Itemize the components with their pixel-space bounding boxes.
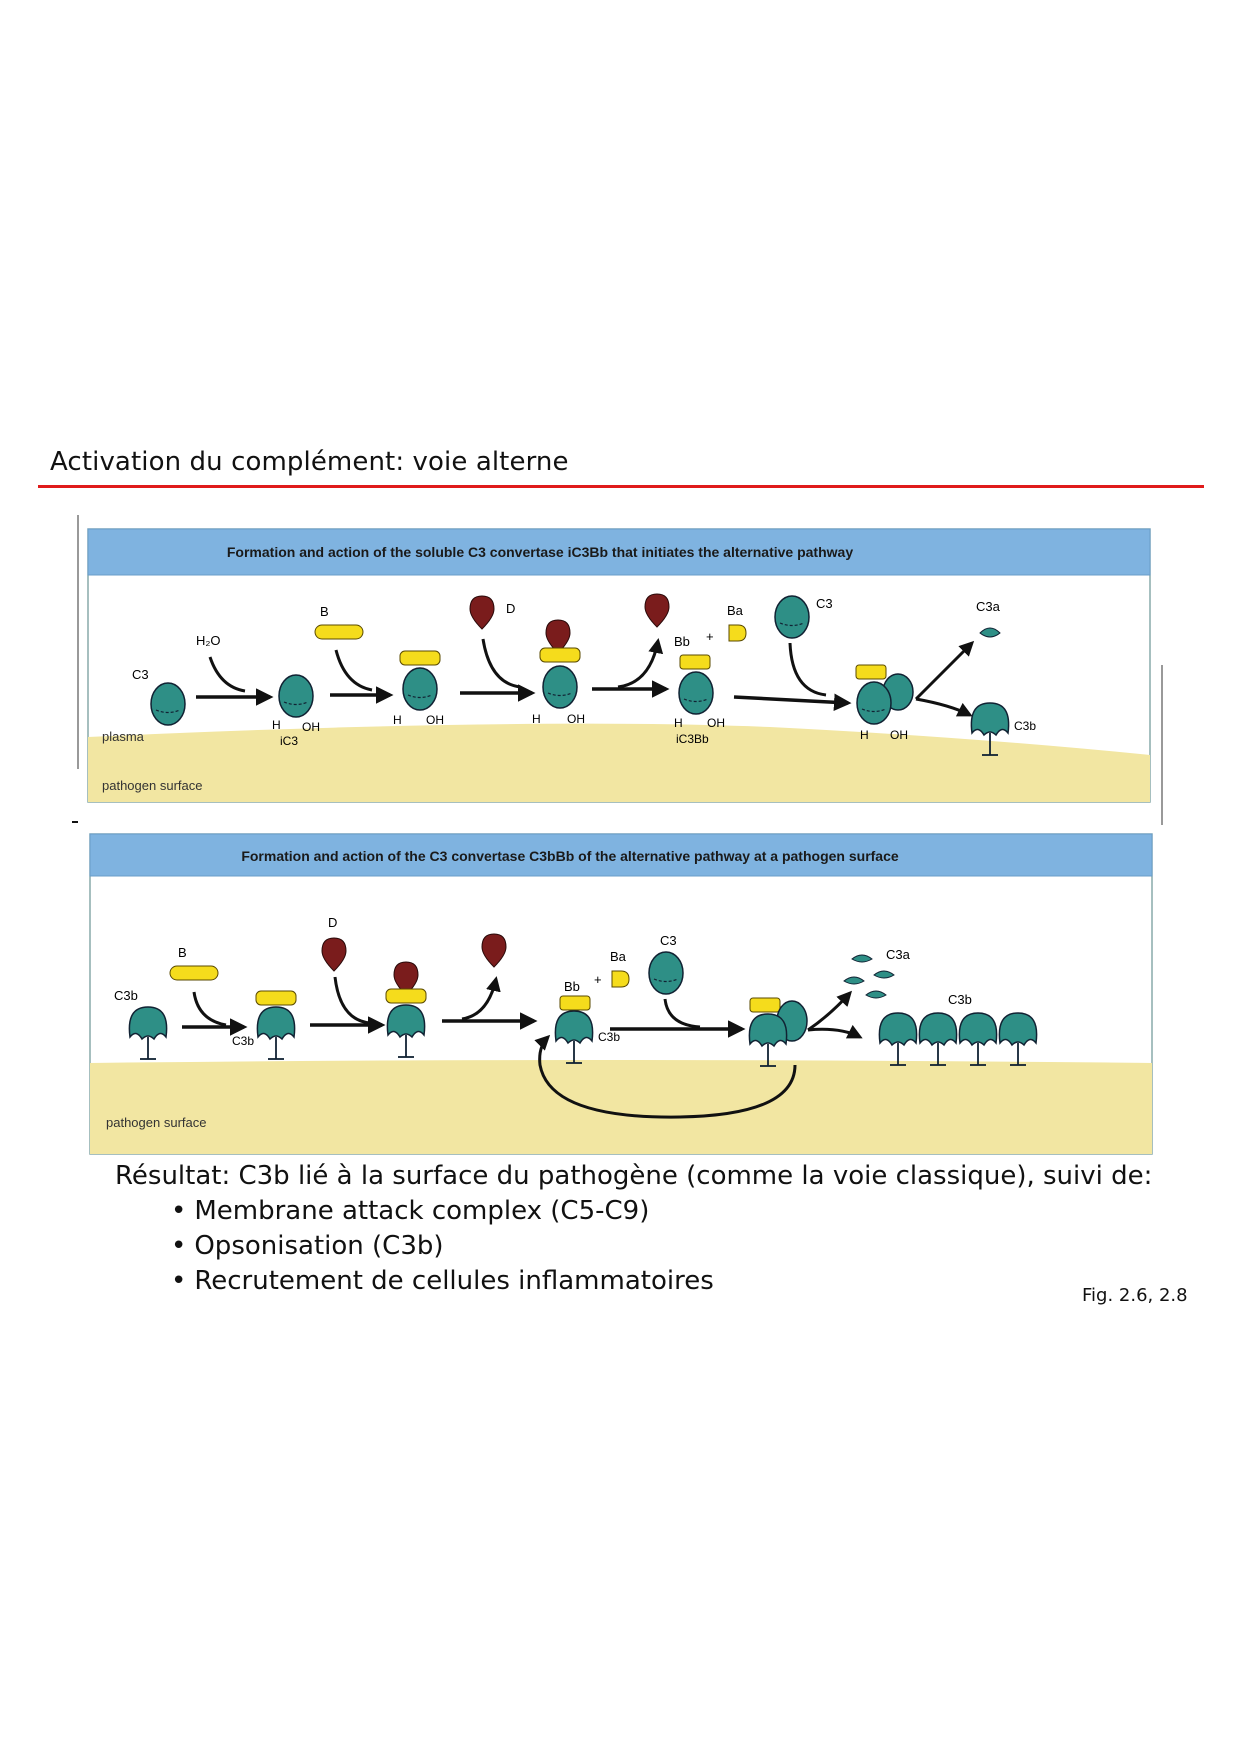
factor-bb-icon (559, 995, 591, 1011)
bullet-item: Opsonisation (C3b) (171, 1232, 1152, 1260)
bullet-item: Membrane attack complex (C5-C9) (171, 1197, 1152, 1225)
factor-bb-icon (855, 664, 887, 680)
label-h: H (860, 728, 869, 742)
label-oh: OH (890, 728, 908, 742)
result-intro: Résultat: C3b lié à la surface du pathog… (115, 1161, 1153, 1191)
label-c3b-left: C3b (114, 988, 138, 1003)
label-ba: Ba (610, 949, 627, 964)
c3a-fragment-icon (979, 627, 1001, 638)
arrow-icon (914, 640, 975, 701)
label-h: H (674, 716, 683, 730)
label-b: B (178, 945, 187, 960)
label-c3b: C3b (1014, 719, 1036, 733)
label-plus: + (594, 972, 602, 987)
label-ic3bb: iC3Bb (676, 732, 709, 746)
label-oh: OH (567, 712, 585, 726)
fragment-ba-icon (611, 970, 630, 988)
label-oh: OH (302, 720, 320, 734)
pathogen-surface-top (88, 723, 1150, 802)
c3-incoming-icon (648, 951, 684, 995)
label-ic3: iC3 (280, 734, 298, 748)
label-oh: OH (707, 716, 725, 730)
factor-b-bound-icon (399, 650, 441, 666)
amplification-loop-arrow-icon (534, 1034, 797, 1119)
label-c3a: C3a (886, 947, 911, 962)
label-bb: Bb (674, 634, 690, 649)
label-h: H (272, 718, 281, 732)
ic3bb-molecule-icon (678, 671, 714, 715)
ic3-molecule-icon (278, 674, 314, 718)
result-bullets: Membrane attack complex (C5-C9) Opsonisa… (115, 1197, 1152, 1295)
label-ba: Ba (727, 603, 744, 618)
label-c3a: C3a (976, 599, 1001, 614)
plasma-label: plasma (102, 729, 145, 744)
panel-top-header: Formation and action of the soluble C3 c… (227, 544, 853, 560)
label-c3-right: C3 (816, 596, 833, 611)
figure-alternative-pathway: Formation and action of the soluble C3 c… (70, 515, 1170, 1160)
surface-label-bottom: pathogen surface (106, 1115, 206, 1130)
label-d: D (506, 601, 515, 616)
ic3b-molecule-icon (402, 667, 438, 711)
c3-incoming-icon (774, 595, 810, 639)
label-c3b-mid: C3b (598, 1030, 620, 1044)
bullet-item: Recrutement de cellules inflammatoires (171, 1267, 1152, 1295)
label-c3: C3 (132, 667, 149, 682)
factor-b-icon (169, 965, 219, 981)
figure-reference: Fig. 2.6, 2.8 (1082, 1285, 1188, 1306)
label-plus: + (706, 629, 714, 644)
result-block: Résultat: C3b lié à la surface du pathog… (115, 1162, 1152, 1302)
panel-bottom-header: Formation and action of the C3 convertas… (241, 848, 899, 864)
surface-label-top: pathogen surface (102, 778, 202, 793)
factor-b-icon (314, 624, 364, 640)
label-oh: OH (426, 713, 444, 727)
factor-b-bound-icon (539, 647, 581, 663)
label-h: H (532, 712, 541, 726)
panel-top: Formation and action of the soluble C3 c… (87, 528, 1151, 803)
c3a-fragments-icon (843, 954, 895, 999)
arrow-icon (807, 990, 853, 1032)
label-d: D (328, 915, 337, 930)
panel-bottom: Formation and action of the C3 convertas… (89, 833, 1153, 1155)
factor-bb-icon (749, 997, 781, 1013)
arrow-icon (915, 697, 973, 717)
factor-b-bound-icon (255, 990, 297, 1006)
ic3bb-convertase-icon (856, 681, 892, 725)
fragment-ba-icon (728, 624, 747, 642)
factor-b-bound-icon (385, 988, 427, 1004)
label-c3b-small: C3b (232, 1034, 254, 1048)
pathogen-surface-bottom (90, 1060, 1152, 1154)
slide-title: Activation du complément: voie alterne (50, 447, 569, 477)
label-c3: C3 (660, 933, 677, 948)
label-bb: Bb (564, 979, 580, 994)
arrow-icon (733, 693, 852, 712)
factor-bb-icon (679, 654, 711, 670)
label-c3b-right: C3b (948, 992, 972, 1007)
label-b: B (320, 604, 329, 619)
arrow-icon (807, 1024, 863, 1039)
label-h2o: H₂O (196, 633, 221, 648)
label-h: H (393, 713, 402, 727)
title-underline (38, 485, 1204, 488)
ic3b-d-molecule-icon (542, 665, 578, 709)
c3-molecule-icon (150, 682, 186, 726)
